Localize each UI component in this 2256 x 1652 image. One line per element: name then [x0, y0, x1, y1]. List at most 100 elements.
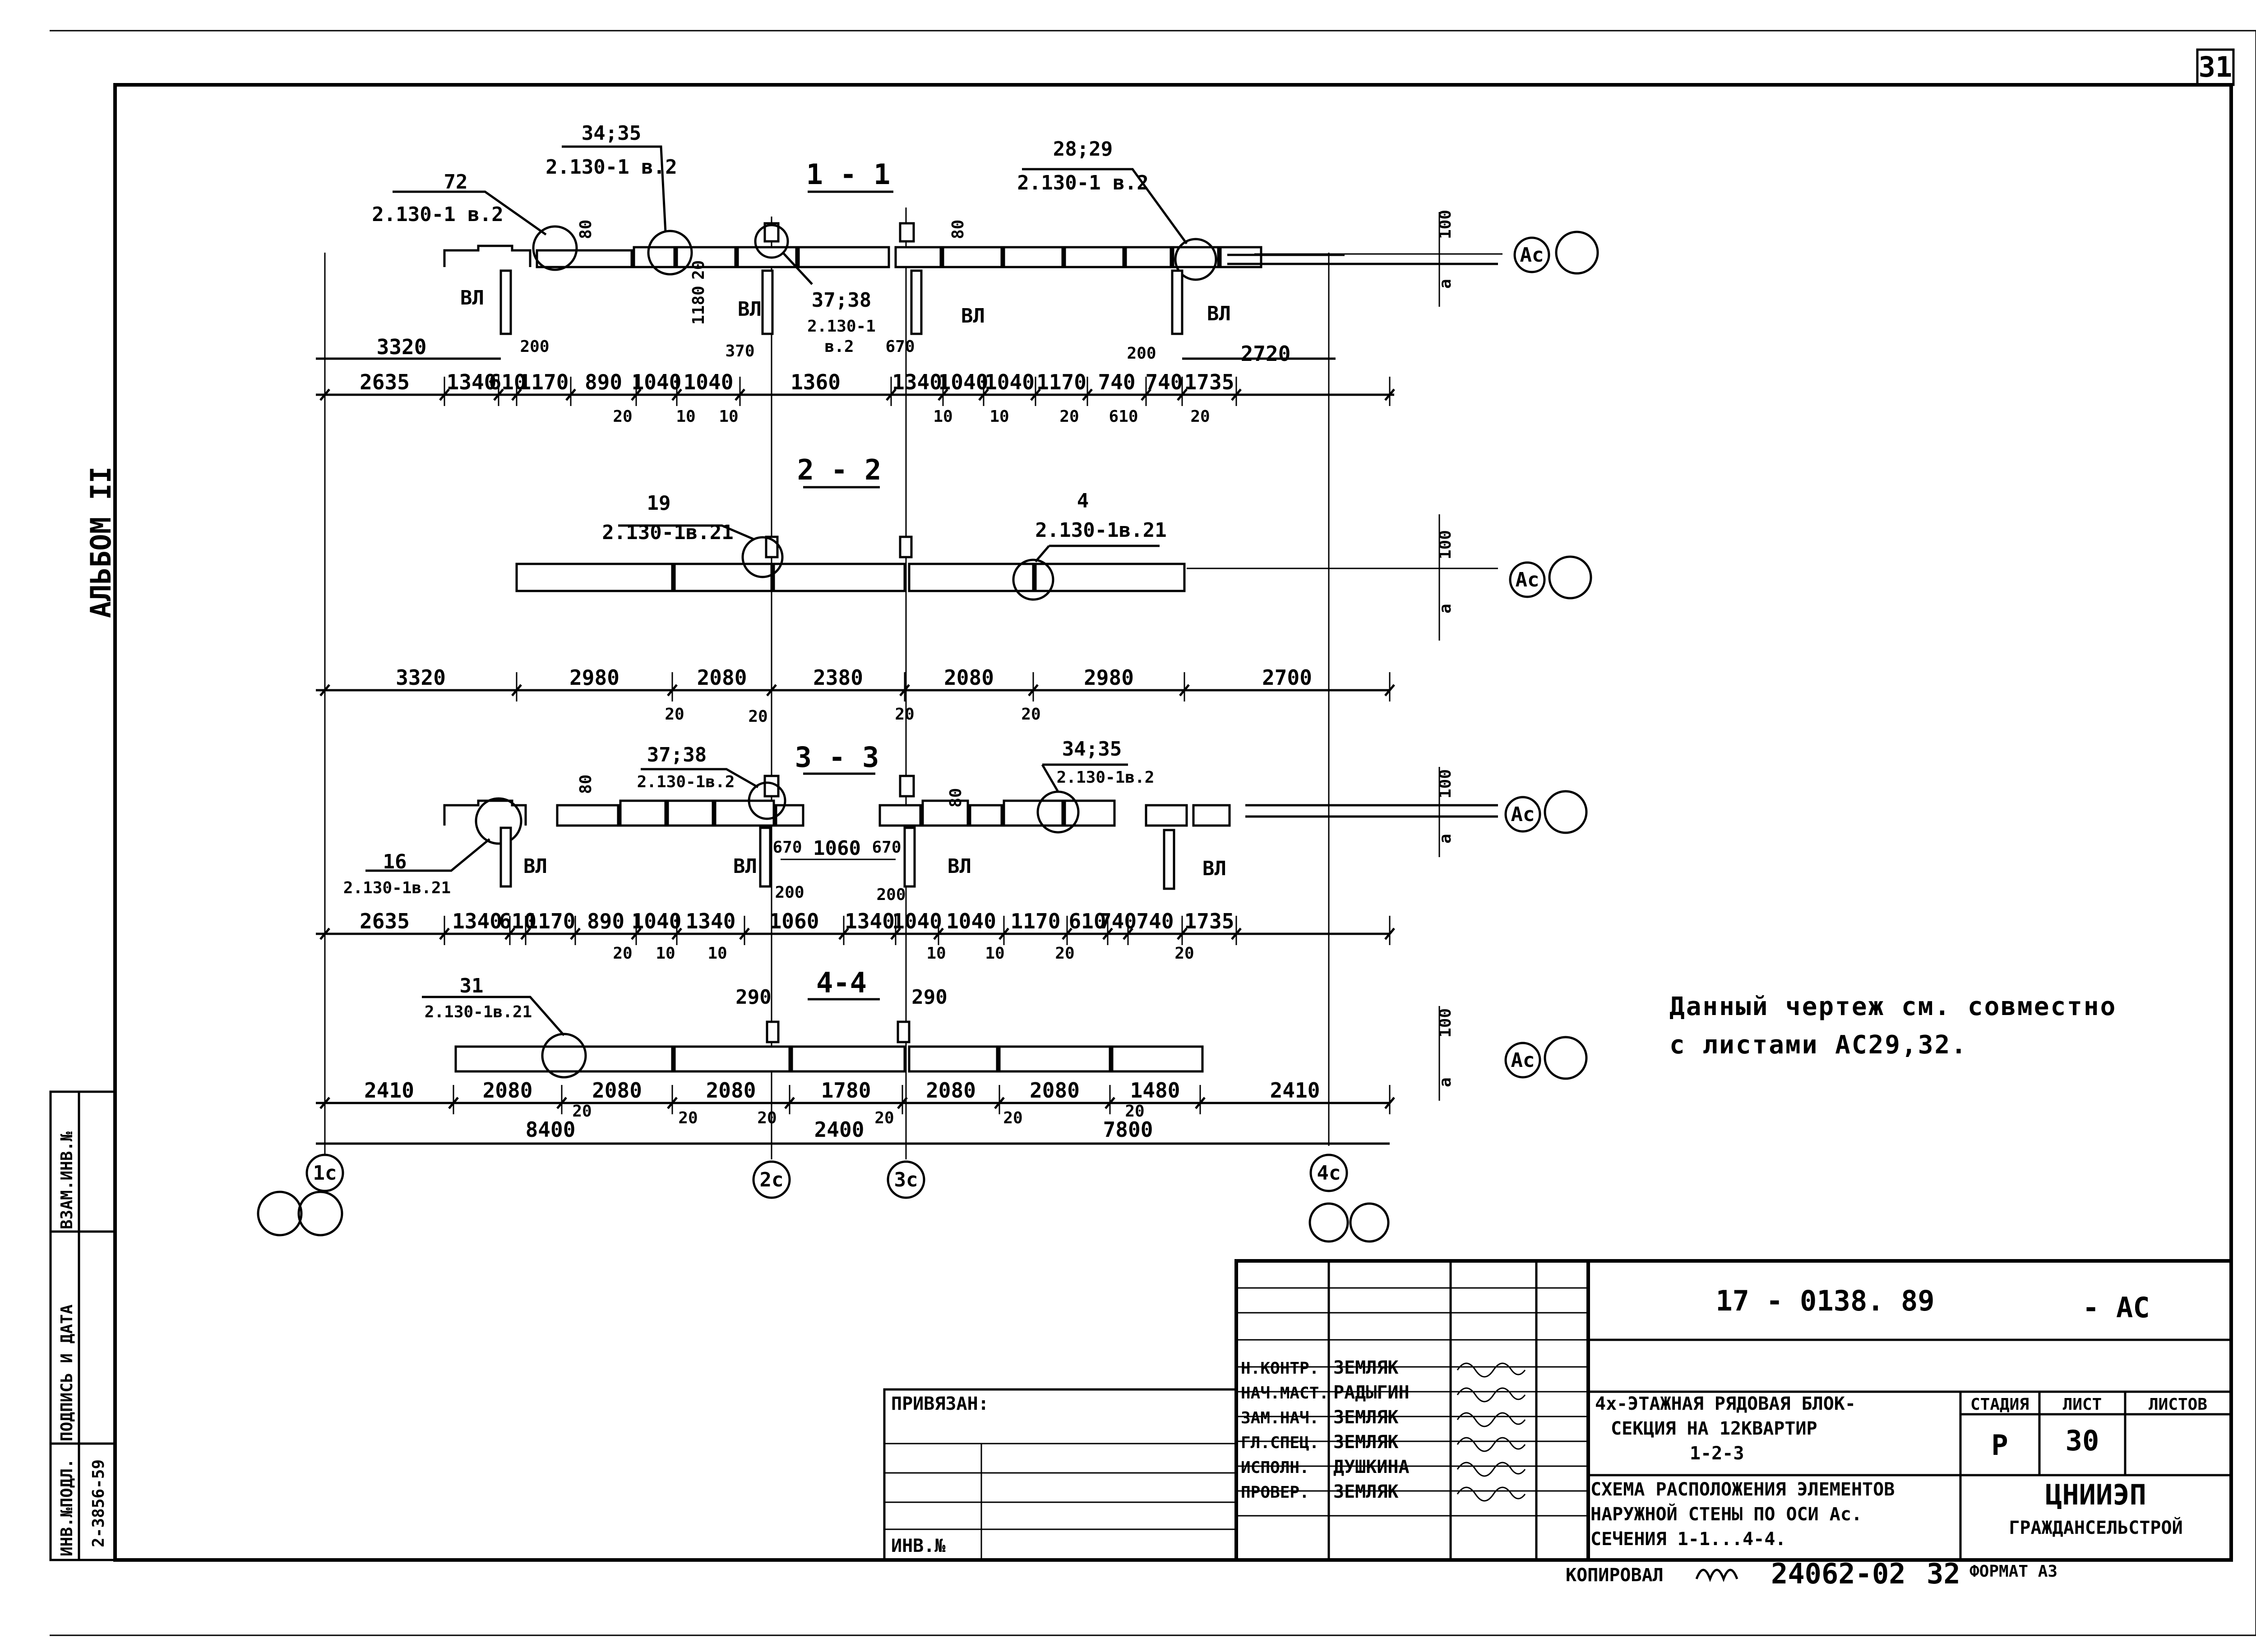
gap-label: 20 — [1059, 407, 1079, 426]
side-stamp: ВЗАМ.ИНВ.№ ПОДПИСЬ И ДАТА ИНВ.№ПОДЛ. 2-3… — [49, 1090, 116, 1561]
project-line3: 1-2-3 — [1690, 1443, 1744, 1464]
dimension-value: 740 — [1136, 909, 1174, 933]
drawing-note-line1: Данный чертеж см. совместно — [1669, 992, 2117, 1021]
wall-panels — [443, 222, 1498, 268]
gap-label: 10 — [926, 944, 946, 963]
small-dim: 200 — [1127, 344, 1156, 363]
sheet-title-line3: СЕЧЕНИЯ 1-1...4-4. — [1590, 1529, 1786, 1550]
dimension-value: 1170 — [526, 909, 576, 933]
dim-a: a — [1436, 279, 1455, 289]
dimension-value: 2635 — [360, 370, 410, 394]
stamp-inv: ИНВ.№ПОДЛ. — [58, 1458, 76, 1556]
dimension-value: 1735 — [1184, 909, 1234, 933]
grid-axes: 1с 2с 3с 4с — [257, 1154, 1390, 1243]
dimension-value: 1040 — [946, 909, 996, 933]
vl-label: ВЛ — [738, 298, 762, 321]
gap-label: 20 — [613, 407, 632, 426]
dimension-value: 1060 — [769, 909, 819, 933]
section-title: 3 - 3 — [795, 741, 879, 774]
gap-label: 10 — [676, 407, 695, 426]
page-number-box — [2196, 48, 2235, 86]
small-dim: 80 — [577, 220, 595, 239]
axis-label: Ас — [1520, 244, 1544, 267]
section-title: 1 - 1 — [806, 158, 891, 191]
ref-doc: 2.130-1в.21 — [425, 1003, 532, 1021]
ref-num: 72 — [444, 171, 468, 194]
small-dim: 670 — [885, 337, 915, 356]
small-dim: 670 — [872, 838, 901, 857]
axis-label: Ас — [1516, 568, 1539, 591]
gap-label: 20 — [895, 705, 914, 724]
overall-dim: 2400 — [814, 1117, 864, 1142]
dimension-value: 610 — [1068, 909, 1106, 933]
title-block: ПРИВЯЗАН: ИНВ.№ Н.КОНТР.ЗЕМЛЯКНАЧ.МАСТ.Р… — [883, 1259, 2233, 1562]
ref-doc: 2.130-1в.21 — [602, 521, 733, 544]
gap-label: 10 — [989, 407, 1009, 426]
copied-label: КОПИРОВАЛ — [1566, 1565, 1664, 1586]
privyazan-label: ПРИВЯЗАН: — [891, 1394, 989, 1414]
gap-label: 20 — [572, 1102, 592, 1121]
dimension-value: 1170 — [519, 370, 569, 394]
signature — [1456, 1362, 1526, 1378]
vl-label: ВЛ — [523, 855, 547, 878]
dimension-value: 2080 — [944, 665, 994, 690]
gap-label: 20 — [1003, 1109, 1022, 1127]
sheet-number: 30 — [2066, 1424, 2099, 1457]
small-dim: 370 — [725, 342, 754, 360]
signature — [1456, 1387, 1526, 1403]
gap-label: 20 — [1190, 407, 1210, 426]
signature — [1456, 1412, 1526, 1427]
gap-label: 10 — [656, 944, 675, 963]
dimension-value: 2080 — [926, 1078, 976, 1103]
vl-label: ВЛ — [1202, 857, 1226, 880]
gap-label: 10 — [985, 944, 1004, 963]
dimension-value: 740 — [1098, 370, 1135, 394]
dimension-value: 2700 — [1262, 665, 1312, 690]
ref-num: 4 — [1077, 489, 1089, 512]
ref-num: 37;38 — [647, 743, 707, 766]
copied-number: 24062-02 — [1771, 1557, 1906, 1590]
stage-value: Р — [1991, 1429, 2008, 1462]
small-dim: 290 — [735, 986, 771, 1009]
ref-doc: 2.130-1в.2 — [637, 773, 735, 791]
format-label: ФОРМАТ А3 — [1969, 1562, 2057, 1581]
dimension-value: 1480 — [1130, 1078, 1180, 1103]
vl-label: ВЛ — [733, 855, 757, 878]
stamp-podpis: ПОДПИСЬ И ДАТА — [58, 1304, 76, 1441]
small-dim: 200 — [876, 886, 906, 904]
dimension-value: 2410 — [364, 1078, 414, 1103]
vl-label: ВЛ — [1207, 302, 1231, 325]
signer-name: ЗЕМЛЯК — [1333, 1407, 1399, 1428]
section-title: 4-4 — [816, 966, 867, 999]
top-dim: 3320 — [377, 335, 427, 359]
signer-role: Н.КОНТР. — [1241, 1359, 1319, 1378]
axis-bubble: 1с — [313, 1162, 337, 1185]
dimension-value: 1360 — [791, 370, 841, 394]
dim-a: a — [1436, 1077, 1455, 1087]
signature-table: Н.КОНТР.ЗЕМЛЯКНАЧ.МАСТ.РАДЫГИНЗАМ.НАЧ.ЗЕ… — [1241, 1357, 1526, 1502]
ref-doc: 2.130-1 в.2 — [1017, 171, 1148, 194]
signature — [1456, 1462, 1526, 1477]
dimension-value: 2080 — [483, 1078, 533, 1103]
gap-label: 20 — [757, 1109, 777, 1127]
stage-label: СТАДИЯ — [1970, 1395, 2029, 1414]
dimension-value: 1340 — [452, 909, 502, 933]
gap-label: 20 — [1174, 944, 1194, 963]
overall-dim: 7800 — [1103, 1117, 1153, 1142]
small-dim: 80 — [947, 788, 965, 808]
dimension-value: 1340 — [686, 909, 736, 933]
signer-name: ЗЕМЛЯК — [1333, 1357, 1399, 1378]
gap-label: 10 — [719, 407, 738, 426]
dimension-value: 1340 — [892, 370, 942, 394]
signer-role: ГЛ.СПЕЦ. — [1241, 1434, 1319, 1452]
dimension-value: 2380 — [813, 665, 863, 690]
vl-label: ВЛ — [961, 305, 985, 328]
small-dim: 290 — [911, 986, 947, 1009]
axis-bubble: 2с — [760, 1168, 784, 1191]
signature — [1456, 1437, 1526, 1452]
small-dim: 1180 — [689, 286, 708, 325]
dim-a: a — [1436, 834, 1455, 844]
gap-label: 20 — [748, 707, 767, 726]
vl-label: ВЛ — [460, 286, 484, 309]
